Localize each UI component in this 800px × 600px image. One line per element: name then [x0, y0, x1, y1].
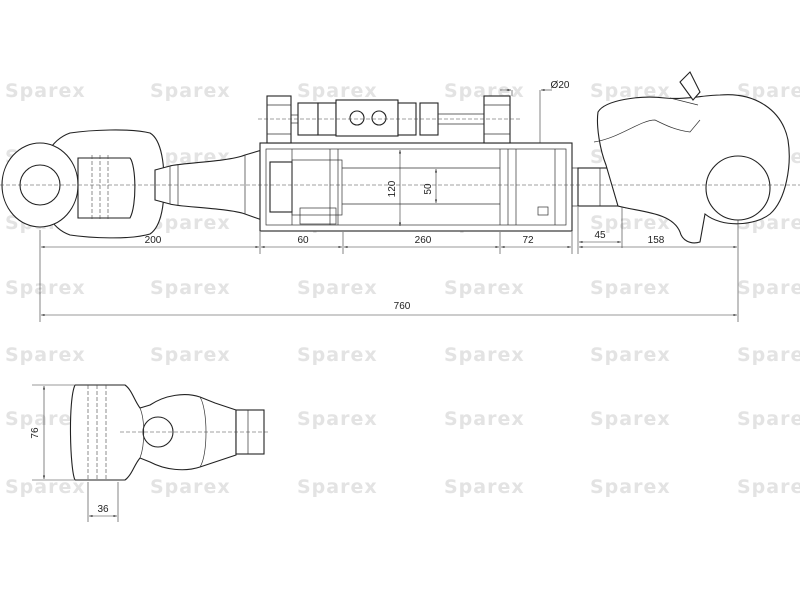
top-link-assembly	[0, 71, 800, 244]
watermark-text: Sparex	[737, 80, 800, 102]
watermark-text: Sparex	[5, 344, 86, 366]
watermark-text: Sparex	[590, 212, 671, 234]
dim-760: 760	[394, 301, 411, 312]
watermark-text: Sparex	[150, 476, 231, 498]
watermark-text: Sparex	[150, 344, 231, 366]
watermark-text: Sparex	[5, 80, 86, 102]
watermark-text: Sparex	[297, 344, 378, 366]
dimensions-top: 200 60 260 72 158 45 760 120 50 Ø20	[39, 80, 739, 322]
dim-200: 200	[145, 235, 162, 246]
watermark-text: Sparex	[737, 277, 800, 299]
watermark-text: Sparex	[297, 277, 378, 299]
dim-158: 158	[648, 235, 665, 246]
hydraulic-fittings	[258, 95, 520, 144]
dim-50: 50	[423, 183, 434, 195]
watermark-text: Sparex	[150, 212, 231, 234]
left-eye-end	[1, 129, 165, 239]
watermark-text: Sparex	[150, 277, 231, 299]
dim-dia20: Ø20	[551, 80, 570, 91]
dim-260: 260	[415, 235, 432, 246]
watermark-text: Sparex	[737, 344, 800, 366]
dim-76: 76	[30, 427, 41, 439]
watermark-text: Sparex	[737, 408, 800, 430]
watermark-text: Sparex	[5, 476, 86, 498]
watermark-text: Sparex	[590, 408, 671, 430]
watermark-text: Sparex	[297, 476, 378, 498]
watermark-text: Sparex	[150, 80, 231, 102]
detail-eye-view: 76 36	[30, 384, 270, 522]
watermark-text: Sparex	[737, 476, 800, 498]
dim-36: 36	[97, 504, 109, 515]
watermark-text: Sparex	[590, 80, 671, 102]
watermark-text: Sparex	[297, 408, 378, 430]
watermark-text: Sparex	[444, 476, 525, 498]
watermark-text: Sparex	[5, 277, 86, 299]
dim-60: 60	[297, 235, 309, 246]
watermark-text: Sparex	[590, 344, 671, 366]
right-hook-end	[577, 71, 790, 244]
watermark-text: Sparex	[590, 277, 671, 299]
watermark-text: Sparex	[444, 277, 525, 299]
watermark-text: Sparex	[297, 80, 378, 102]
dim-72: 72	[522, 235, 534, 246]
watermark-text: Sparex	[444, 344, 525, 366]
dim-120: 120	[387, 180, 398, 197]
dim-45: 45	[594, 230, 606, 241]
cylinder-body	[259, 142, 582, 232]
watermark-text: Sparex	[444, 408, 525, 430]
watermark-text: Sparex	[590, 476, 671, 498]
